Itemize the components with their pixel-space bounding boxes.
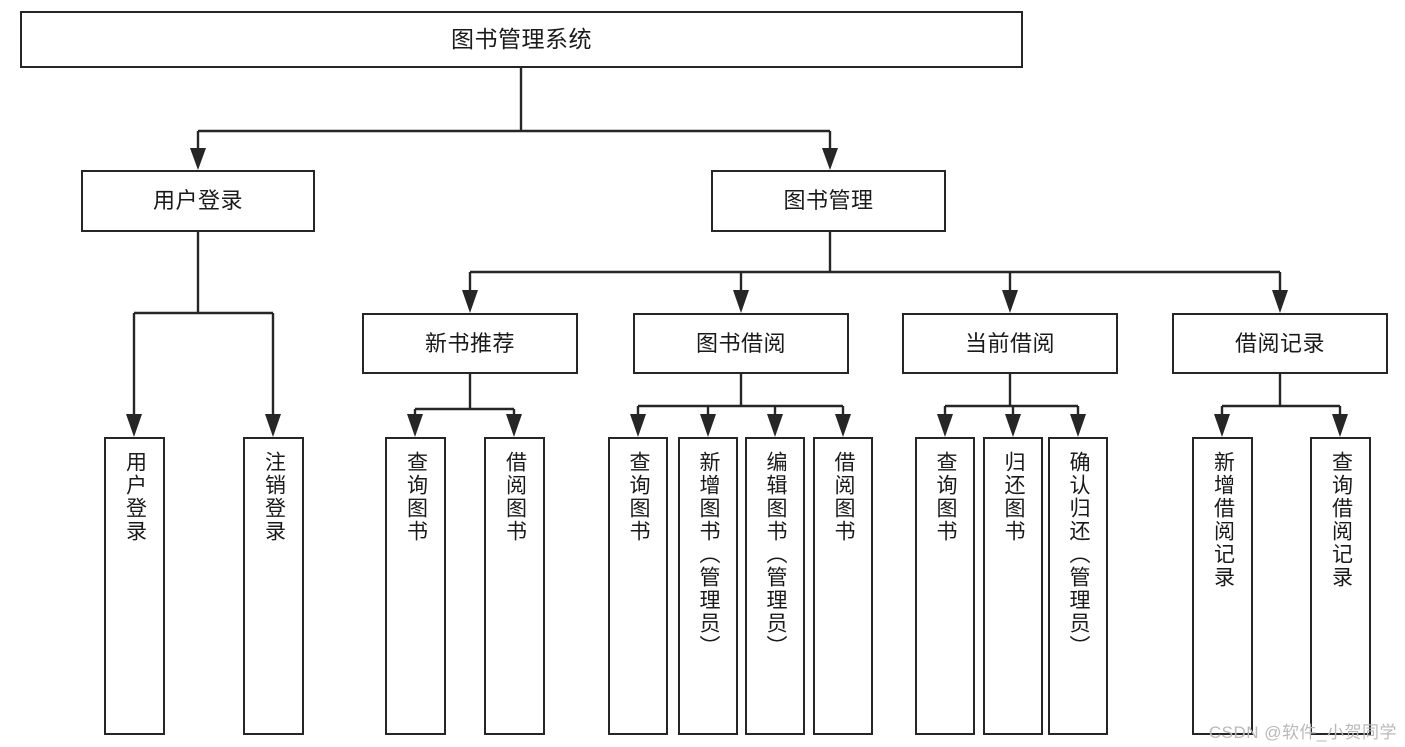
node-label: 新增图书（管理员） bbox=[697, 451, 721, 658]
leaf-query-book-borrow[interactable]: 查询图书 bbox=[608, 437, 668, 735]
leaf-query-borrow-record[interactable]: 查询借阅记录 bbox=[1310, 437, 1371, 735]
node-label: 图书管理系统 bbox=[451, 25, 592, 52]
leaf-return-book[interactable]: 归还图书 bbox=[983, 437, 1043, 735]
leaf-borrow-book-recommend[interactable]: 借阅图书 bbox=[484, 437, 545, 735]
node-label: 注销登录 bbox=[262, 451, 286, 543]
leaf-edit-book-admin[interactable]: 编辑图书（管理员） bbox=[745, 437, 805, 735]
node-label: 用户登录 bbox=[123, 451, 147, 543]
leaf-add-borrow-record[interactable]: 新增借阅记录 bbox=[1192, 437, 1253, 735]
node-current-borrow[interactable]: 当前借阅 bbox=[902, 313, 1118, 374]
node-label: 图书管理 bbox=[783, 188, 874, 214]
node-label: 借阅图书 bbox=[832, 451, 856, 543]
node-label: 新增借阅记录 bbox=[1211, 451, 1235, 589]
node-label: 借阅记录 bbox=[1234, 330, 1325, 356]
leaf-borrow-book[interactable]: 借阅图书 bbox=[813, 437, 873, 735]
leaf-add-book-admin[interactable]: 新增图书（管理员） bbox=[678, 437, 738, 735]
node-label: 确认归还（管理员） bbox=[1067, 451, 1091, 658]
node-label: 新书推荐 bbox=[424, 330, 515, 356]
leaf-query-book-current[interactable]: 查询图书 bbox=[915, 437, 975, 735]
watermark: CSDN @软件_小贺同学 bbox=[1208, 723, 1397, 742]
node-label: 图书借阅 bbox=[695, 330, 786, 356]
leaf-query-book-recommend[interactable]: 查询图书 bbox=[385, 437, 446, 735]
node-new-book-recommend[interactable]: 新书推荐 bbox=[362, 313, 578, 374]
node-label: 归还图书 bbox=[1002, 451, 1026, 543]
leaf-logout[interactable]: 注销登录 bbox=[243, 437, 304, 735]
node-book-management[interactable]: 图书管理 bbox=[711, 170, 946, 232]
node-book-borrow[interactable]: 图书借阅 bbox=[633, 313, 849, 374]
node-label: 用户登录 bbox=[152, 188, 243, 214]
node-label: 编辑图书（管理员） bbox=[764, 451, 788, 658]
node-label: 查询借阅记录 bbox=[1329, 451, 1353, 589]
node-label: 查询图书 bbox=[404, 451, 428, 543]
node-label: 当前借阅 bbox=[964, 330, 1055, 356]
node-borrow-records[interactable]: 借阅记录 bbox=[1172, 313, 1388, 374]
node-label: 查询图书 bbox=[627, 451, 651, 543]
node-user-login[interactable]: 用户登录 bbox=[81, 170, 315, 232]
node-label: 借阅图书 bbox=[503, 451, 527, 543]
node-root-system[interactable]: 图书管理系统 bbox=[20, 11, 1023, 68]
node-label: 查询图书 bbox=[934, 451, 958, 543]
leaf-user-login[interactable]: 用户登录 bbox=[104, 437, 165, 735]
leaf-confirm-return-admin[interactable]: 确认归还（管理员） bbox=[1048, 437, 1108, 735]
